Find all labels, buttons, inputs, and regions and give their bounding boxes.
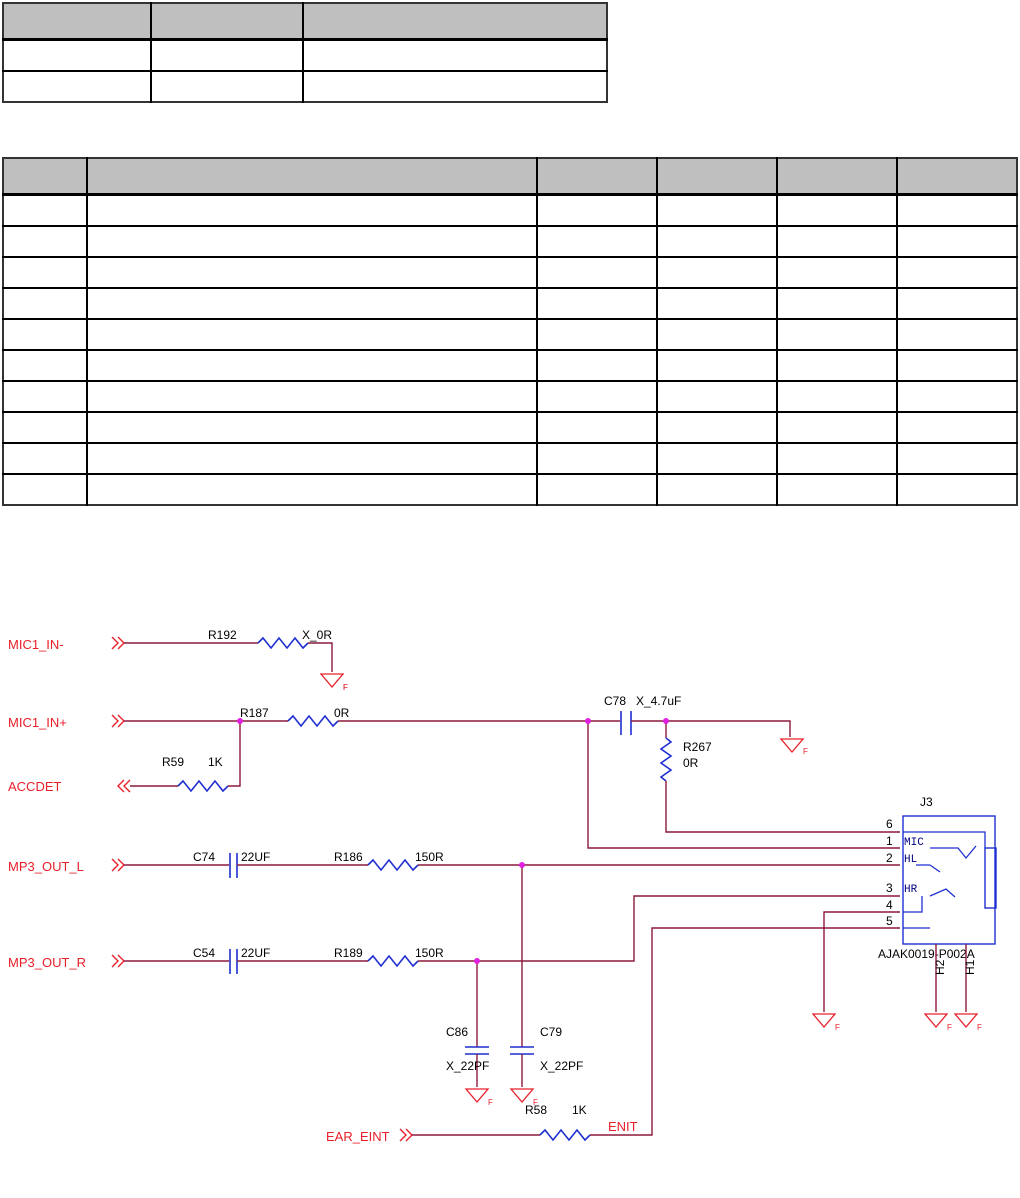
header-cell bbox=[537, 158, 658, 196]
port-accdet: ACCDET bbox=[8, 779, 62, 794]
ground-symbol bbox=[510, 1088, 534, 1103]
header-cell bbox=[3, 158, 88, 196]
ref-c54: C54 bbox=[193, 946, 215, 960]
val-r186: 150R bbox=[415, 850, 444, 864]
ref-r187: R187 bbox=[240, 706, 269, 720]
svg-text:2: 2 bbox=[886, 851, 893, 865]
bom-table bbox=[2, 157, 1018, 506]
svg-text:F: F bbox=[343, 683, 348, 692]
capacitor-c54 bbox=[229, 949, 238, 974]
resistor-r186 bbox=[367, 858, 419, 872]
ref-r267: R267 bbox=[683, 740, 712, 754]
net-label-enit: ENIT bbox=[608, 1119, 638, 1134]
capacitor-c86 bbox=[465, 1046, 489, 1055]
header-cell bbox=[777, 158, 898, 196]
capacitor-c79 bbox=[510, 1046, 534, 1055]
svg-text:F: F bbox=[977, 1023, 982, 1032]
resistor-r192 bbox=[257, 636, 309, 650]
port-arrow bbox=[111, 954, 125, 968]
header-cell bbox=[303, 3, 607, 41]
svg-text:3: 3 bbox=[886, 881, 893, 895]
jack-j3-body bbox=[902, 815, 996, 945]
ground-symbol bbox=[780, 738, 804, 753]
svg-text:H1: H1 bbox=[963, 959, 977, 975]
svg-text:HL: HL bbox=[904, 854, 917, 866]
ref-c78: C78 bbox=[604, 694, 626, 708]
port-arrow bbox=[399, 1128, 413, 1142]
table-cell bbox=[303, 71, 607, 102]
header-cell bbox=[151, 3, 304, 41]
ground-symbol bbox=[465, 1088, 489, 1103]
port-arrow bbox=[117, 779, 131, 793]
header-cell bbox=[87, 158, 538, 196]
val-c86: X_22PF bbox=[446, 1059, 489, 1073]
capacitor-c74 bbox=[229, 853, 238, 878]
svg-text:F: F bbox=[533, 1098, 538, 1107]
ref-r189: R189 bbox=[334, 946, 363, 960]
svg-text:4: 4 bbox=[886, 898, 893, 912]
ref-c79: C79 bbox=[540, 1025, 562, 1039]
port-arrow bbox=[111, 858, 125, 872]
table-cell bbox=[303, 39, 607, 72]
ref-r186: R186 bbox=[334, 850, 363, 864]
svg-text:F: F bbox=[343, 683, 348, 692]
ground-symbol bbox=[954, 1013, 978, 1028]
table-cell bbox=[3, 71, 152, 102]
svg-text:HR: HR bbox=[904, 884, 918, 896]
svg-text:F: F bbox=[947, 1023, 952, 1032]
val-r189: 150R bbox=[415, 946, 444, 960]
top-table bbox=[2, 2, 608, 103]
ground-symbol bbox=[812, 1013, 836, 1028]
port-mic1-in-plus: MIC1_IN+ bbox=[8, 715, 67, 730]
port-ear-eint: EAR_EINT bbox=[326, 1129, 390, 1144]
val-r187: 0R bbox=[334, 706, 350, 720]
header-cell bbox=[897, 158, 1017, 196]
val-r192: X_0R bbox=[302, 628, 332, 642]
svg-text:H2: H2 bbox=[933, 959, 947, 975]
svg-text:5: 5 bbox=[886, 914, 893, 928]
val-c79: X_22PF bbox=[540, 1059, 583, 1073]
resistor-r58 bbox=[539, 1128, 591, 1142]
resistor-r189 bbox=[367, 954, 419, 968]
audio-jack-schematic: MIC1_IN- F R192 X_0R MIC1_IN+ R187 0R F … bbox=[8, 628, 997, 1144]
ref-c86: C86 bbox=[446, 1025, 468, 1039]
val-c74: 22UF bbox=[241, 850, 270, 864]
table-cell bbox=[3, 39, 152, 72]
part-number-j3: AJAK0019-P002A bbox=[878, 947, 975, 961]
port-arrow bbox=[111, 714, 125, 728]
port-mp3-out-l: MP3_OUT_L bbox=[8, 859, 84, 874]
port-mp3-out-r: MP3_OUT_R bbox=[8, 955, 86, 970]
val-r59: 1K bbox=[208, 755, 223, 769]
val-c78: X_4.7uF bbox=[636, 694, 681, 708]
ref-r58: R58 bbox=[525, 1103, 547, 1117]
ref-r192: R192 bbox=[208, 628, 237, 642]
ref-r59: R59 bbox=[162, 755, 184, 769]
resistor-r267 bbox=[659, 737, 673, 782]
ref-c74: C74 bbox=[193, 850, 215, 864]
svg-text:MIC: MIC bbox=[904, 837, 924, 849]
svg-text:6: 6 bbox=[886, 817, 893, 831]
ref-j3: J3 bbox=[920, 795, 933, 809]
header-cell bbox=[3, 3, 152, 41]
val-r267: 0R bbox=[683, 756, 699, 770]
resistor-r59 bbox=[177, 779, 229, 793]
capacitor-c78 bbox=[620, 711, 632, 735]
svg-text:1: 1 bbox=[886, 834, 893, 848]
header-cell bbox=[657, 158, 778, 196]
svg-text:F: F bbox=[488, 1098, 493, 1107]
val-r58: 1K bbox=[572, 1103, 587, 1117]
svg-text:F: F bbox=[803, 747, 808, 756]
table-cell bbox=[151, 71, 304, 102]
ground-symbol bbox=[924, 1013, 948, 1028]
port-mic1-in-minus: MIC1_IN- bbox=[8, 637, 64, 652]
val-c54: 22UF bbox=[241, 946, 270, 960]
svg-text:F: F bbox=[835, 1023, 840, 1032]
ground-symbol bbox=[320, 673, 344, 688]
port-arrow bbox=[111, 636, 125, 650]
resistor-r187 bbox=[287, 714, 339, 728]
table-cell bbox=[151, 39, 304, 72]
